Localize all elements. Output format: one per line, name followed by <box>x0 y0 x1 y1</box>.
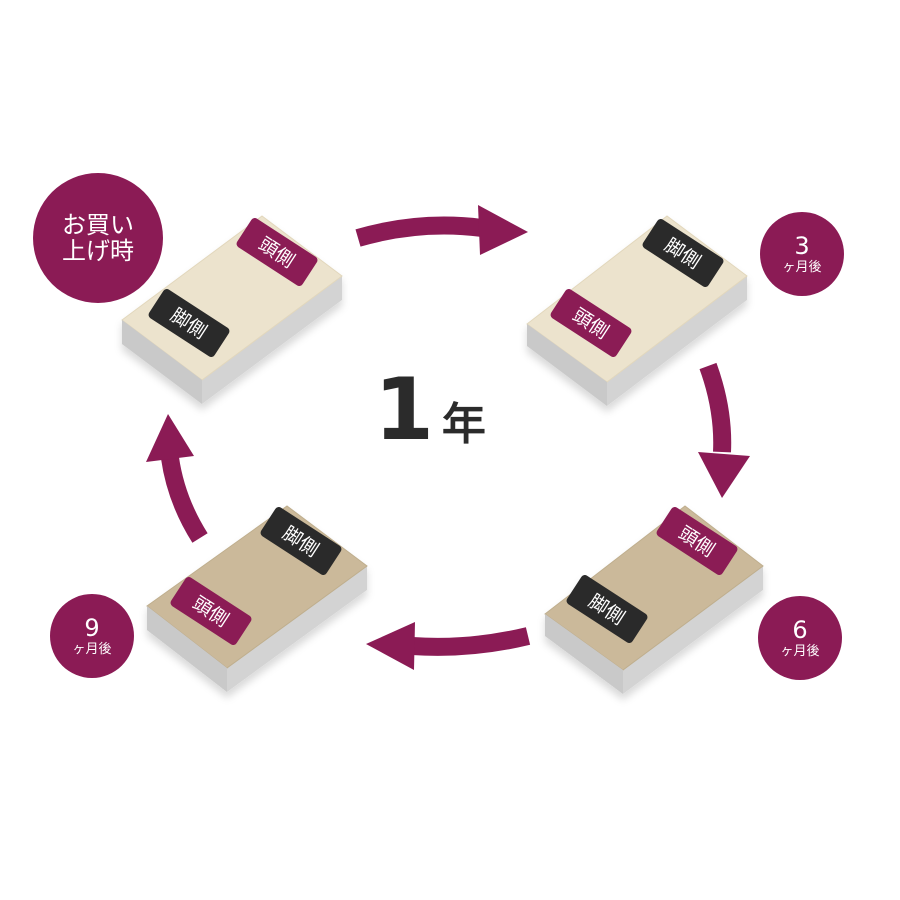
mattress-6-months: 頭側 脚側 <box>544 505 764 694</box>
arrow-left <box>146 414 208 543</box>
mattress-3-months: 脚側 頭側 <box>526 215 748 406</box>
badge-9-unit: ヶ月後 <box>72 642 112 658</box>
badge-9-months: 9 ヶ月後 <box>50 594 134 678</box>
badge-purchase-line2: 上げ時 <box>62 237 134 265</box>
arrow-bottom <box>366 622 531 670</box>
badge-6-number: 6 <box>792 615 808 644</box>
period-label: 1 年 <box>340 360 520 470</box>
badge-9-number: 9 <box>84 613 100 642</box>
badge-6-months: 6 ヶ月後 <box>758 596 842 680</box>
badge-3-unit: ヶ月後 <box>782 260 822 276</box>
mattress-9-months: 脚側 頭側 <box>146 505 368 692</box>
arrow-top <box>355 205 528 255</box>
badge-3-months: 3 ヶ月後 <box>760 212 844 296</box>
period-number: 1 <box>374 360 434 460</box>
badge-purchase-line1: お買い <box>62 210 134 239</box>
arrow-right <box>698 362 750 498</box>
period-unit: 年 <box>441 399 486 450</box>
badge-purchase-time: お買い 上げ時 <box>33 173 163 303</box>
badge-6-unit: ヶ月後 <box>780 644 820 660</box>
badge-3-number: 3 <box>794 231 810 260</box>
mattress-purchase: 頭側 脚側 <box>121 215 343 404</box>
